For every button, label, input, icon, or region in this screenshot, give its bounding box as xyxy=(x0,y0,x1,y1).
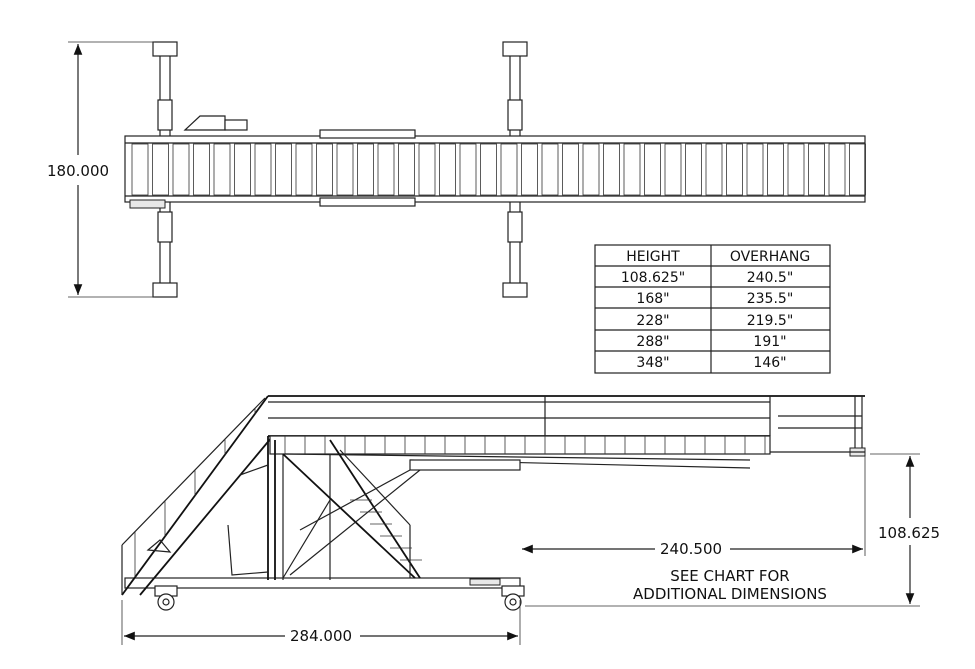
platform-slats xyxy=(131,143,866,196)
slat xyxy=(726,143,743,196)
slat xyxy=(377,143,395,196)
slat xyxy=(295,143,313,196)
dim-180-label: 180.000 xyxy=(47,162,109,180)
slat xyxy=(582,143,600,196)
deck-ribs xyxy=(284,436,766,454)
slat xyxy=(808,143,825,196)
slat xyxy=(746,143,764,196)
caster-left xyxy=(154,585,178,611)
slat xyxy=(562,143,579,196)
slat xyxy=(172,143,190,196)
slat xyxy=(439,143,456,196)
slat xyxy=(398,143,415,196)
table-cell: 191" xyxy=(753,334,786,350)
table-cell: 235.5" xyxy=(747,291,794,307)
slat xyxy=(500,143,518,196)
table-cell: 240.5" xyxy=(747,270,794,286)
slat xyxy=(767,143,784,196)
table-cell: 228" xyxy=(636,313,669,329)
table-header-overhang: OVERHANG xyxy=(730,249,810,265)
dim-108-label: 108.625 xyxy=(878,524,940,542)
slat xyxy=(787,143,805,196)
slat xyxy=(849,143,866,196)
note-line-2: ADDITIONAL DIMENSIONS xyxy=(633,585,827,603)
slat xyxy=(213,143,231,196)
dim-240-label: 240.500 xyxy=(660,540,722,558)
slat xyxy=(131,143,149,196)
table-cell: 219.5" xyxy=(747,313,794,329)
dim-overall-length: 284.000 xyxy=(121,600,521,645)
table-cell: 168" xyxy=(636,291,669,307)
table-cell: 348" xyxy=(636,355,669,371)
dim-284-label: 284.000 xyxy=(290,627,352,645)
height-overhang-table: HEIGHT OVERHANG 108.625" 240.5" 168" 235… xyxy=(594,244,831,374)
caster-right xyxy=(501,585,525,611)
slat xyxy=(644,143,661,196)
rear-steps xyxy=(350,499,422,561)
chart-note: SEE CHART FOR ADDITIONAL DIMENSIONS xyxy=(633,567,827,603)
slat xyxy=(316,143,333,196)
top-view: 180.000 xyxy=(47,41,866,298)
slat xyxy=(521,143,538,196)
table-cell: 108.625" xyxy=(621,270,685,286)
slat xyxy=(828,143,846,196)
dim-height: 108.625 xyxy=(525,453,940,607)
slat xyxy=(459,143,477,196)
slat xyxy=(664,143,682,196)
slat xyxy=(623,143,641,196)
table-header-height: HEIGHT xyxy=(626,249,680,265)
slat xyxy=(336,143,354,196)
dim-top-view-width: 180.000 xyxy=(47,41,155,298)
slat xyxy=(685,143,702,196)
slat xyxy=(275,143,292,196)
slat xyxy=(480,143,497,196)
table-cell: 146" xyxy=(753,355,786,371)
note-line-1: SEE CHART FOR xyxy=(670,567,789,585)
slat xyxy=(357,143,374,196)
table-cell: 288" xyxy=(636,334,669,350)
slat xyxy=(705,143,723,196)
slat xyxy=(234,143,251,196)
stair-handrail-posts xyxy=(134,408,256,578)
slat xyxy=(603,143,620,196)
slat xyxy=(418,143,436,196)
slat xyxy=(254,143,272,196)
slat xyxy=(193,143,210,196)
side-view xyxy=(121,395,866,611)
slat xyxy=(152,143,169,196)
dim-overhang: 240.500 xyxy=(522,456,866,558)
slat xyxy=(541,143,559,196)
